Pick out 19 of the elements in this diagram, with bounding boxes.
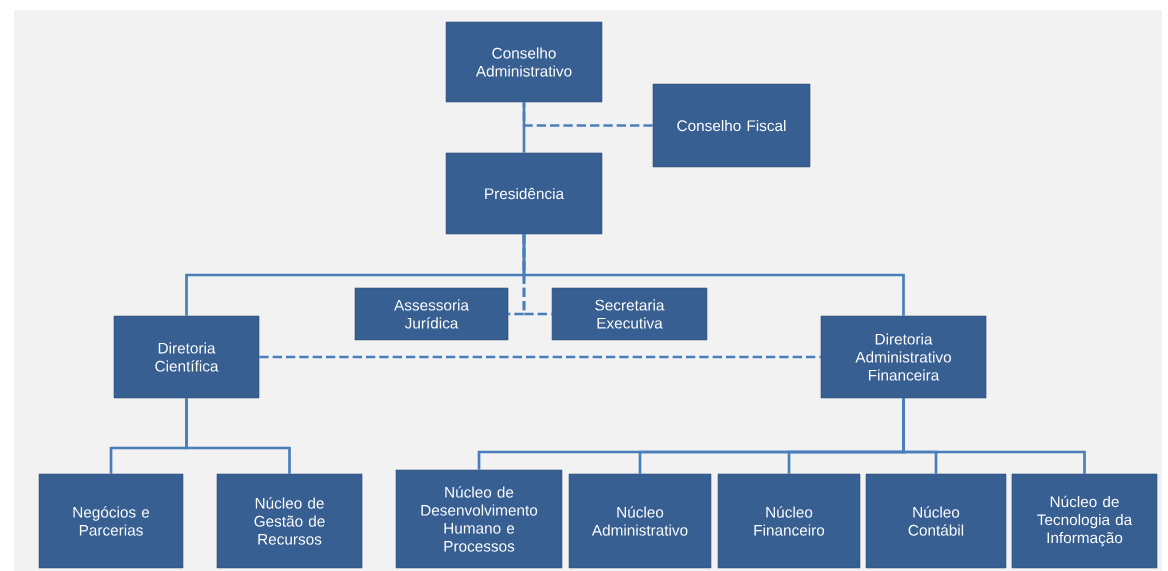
- connector-line: [522, 234, 552, 316]
- org-box: Núcleo Financeiro: [717, 473, 861, 569]
- org-box: Diretoria Científica: [113, 315, 260, 399]
- org-box: Núcleo de Gestão de Recursos: [216, 473, 363, 569]
- connector-line: [185, 398, 291, 474]
- org-box: Núcleo de Desenvolvimento Humano e Processos: [395, 469, 563, 569]
- connector-line: [259, 355, 821, 359]
- org-box: Diretoria Administrativo Financeira: [820, 315, 987, 399]
- org-box: Núcleo de Tecnologia da Informação: [1011, 473, 1158, 569]
- org-box: Núcleo Administrativo: [568, 473, 712, 569]
- org-box: Secretaria Executiva: [551, 287, 708, 341]
- org-box: Conselho Administrativo: [445, 21, 603, 103]
- org-box: Negócios e Parcerias: [38, 473, 184, 569]
- org-box: Conselho Fiscal: [652, 83, 811, 168]
- org-box: Presidência: [445, 152, 603, 235]
- org-box: Assessoria Jurídica: [354, 287, 509, 341]
- connector-line: [902, 398, 1086, 474]
- org-box: Núcleo Contábil: [865, 473, 1007, 569]
- connector-line: [522, 102, 653, 127]
